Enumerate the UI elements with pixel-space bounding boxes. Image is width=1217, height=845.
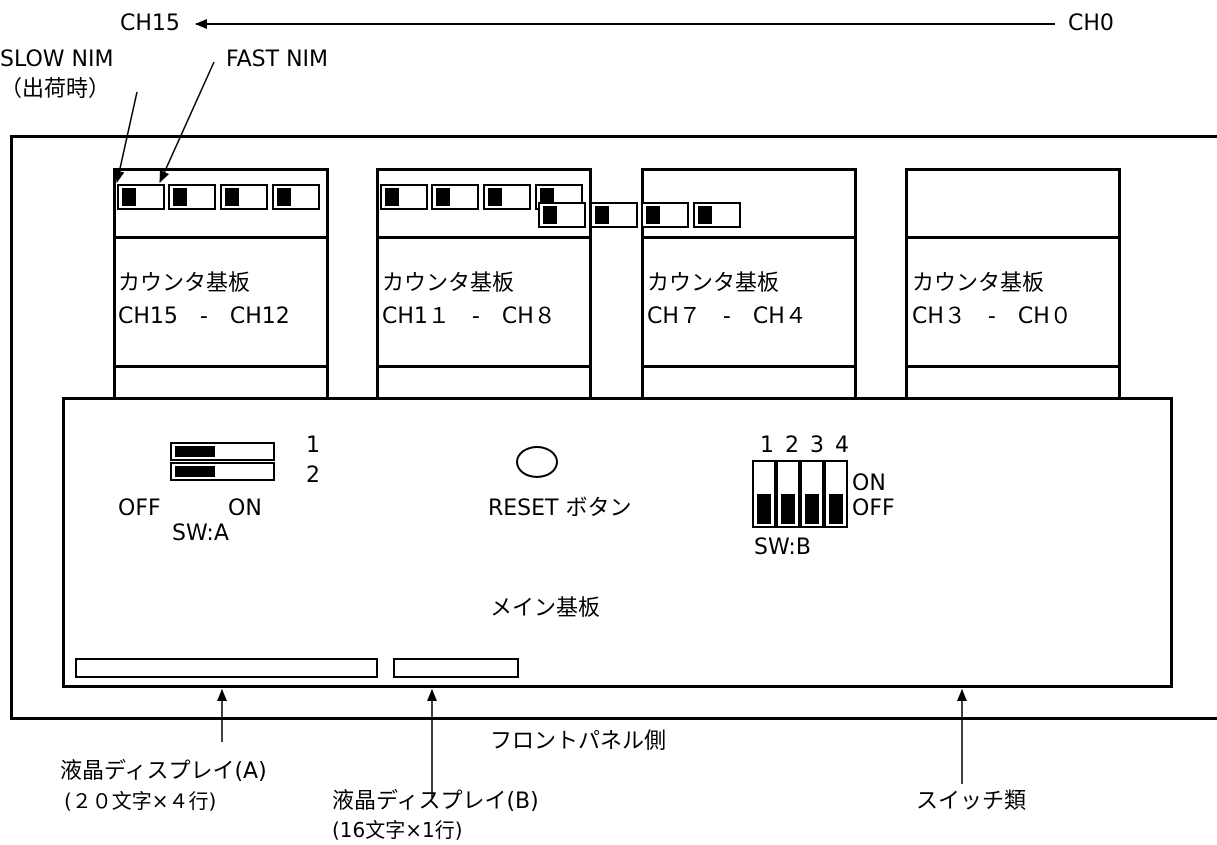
board-1-title: カウンタ基板 [118, 271, 251, 296]
board-1-channels: CH15 - CH12 [118, 304, 290, 329]
reset-button[interactable] [516, 446, 558, 478]
nim-switch-ch13[interactable] [220, 184, 268, 210]
nim-switch-ch15[interactable] [117, 184, 165, 210]
ch0-label: CH0 [1068, 11, 1114, 36]
nim-switch-ch11[interactable] [380, 184, 428, 210]
sw-a-on-label: ON [228, 496, 262, 521]
nim-switch-ch12[interactable] [272, 184, 320, 210]
board-2-channels: CH1１ - CH８ [382, 304, 556, 329]
board-2-title: カウンタ基板 [382, 271, 515, 296]
reset-button-label: RESET ボタン [488, 496, 632, 521]
nim-switch-ch6[interactable] [590, 202, 638, 228]
slow-nim-note: （出荷時） [0, 77, 111, 102]
board-divider [116, 236, 326, 239]
nim-switch-ch4[interactable] [693, 202, 741, 228]
slow-nim-leader [114, 91, 138, 183]
nim-switch-ch7[interactable] [538, 202, 586, 228]
fast-nim-label: FAST NIM [226, 47, 329, 72]
sw-b-off-label: OFF [852, 496, 895, 521]
lcd-display-a [75, 658, 378, 678]
sw-b-switch-2[interactable] [776, 460, 800, 528]
board-divider [644, 236, 854, 239]
board-3-channels: CH７ - CH４ [647, 304, 807, 329]
ch15-label: CH15 [120, 11, 180, 36]
board-divider [116, 365, 326, 368]
nim-switch-ch10[interactable] [431, 184, 479, 210]
display-b-spec: (16文字×1行) [332, 818, 463, 842]
display-b-label: 液晶ディスプレイ(B) [332, 789, 539, 814]
nim-switch-ch5[interactable] [641, 202, 689, 228]
board-divider [908, 365, 1118, 368]
sw-a-label: SW:A [172, 521, 229, 546]
chassis-bottom-edge [10, 717, 1217, 720]
board-divider [379, 365, 589, 368]
lcd-display-b [393, 658, 519, 678]
board-4-title: カウンタ基板 [912, 271, 1045, 296]
sw-a-row-2-number: 2 [306, 463, 320, 488]
display-a-label: 液晶ディスプレイ(A) [60, 759, 267, 784]
sw-a-switch-2[interactable] [170, 462, 275, 481]
sw-a-switch-1[interactable] [170, 442, 275, 461]
nim-switch-ch9[interactable] [483, 184, 531, 210]
board-divider [644, 365, 854, 368]
sw-b-switch-1[interactable] [752, 460, 776, 528]
sw-b-switch-4[interactable] [824, 460, 848, 528]
board-3-title: カウンタ基板 [647, 271, 780, 296]
sw-b-numbers: 1 2 3 4 [760, 433, 851, 458]
display-a-spec: (２０文字×４行) [64, 789, 217, 813]
switches-label: スイッチ類 [916, 789, 1027, 814]
main-board-label: メイン基板 [490, 596, 601, 621]
sw-b-on-label: ON [852, 471, 886, 496]
chassis-left-edge [10, 135, 13, 720]
board-divider [908, 236, 1118, 239]
board-4-channels: CH３ - CH０ [912, 304, 1072, 329]
sw-b-switch-3[interactable] [800, 460, 824, 528]
sw-a-off-label: OFF [118, 496, 161, 521]
sw-b-label: SW:B [754, 535, 811, 560]
board-divider [379, 236, 589, 239]
nim-switch-ch14[interactable] [168, 184, 216, 210]
slow-nim-label: SLOW NIM [0, 47, 114, 72]
front-panel-label: フロントパネル側 [490, 729, 667, 754]
chassis-top-edge [10, 135, 1217, 138]
fast-nim-leader [159, 61, 215, 183]
sw-a-row-1-number: 1 [306, 433, 320, 458]
